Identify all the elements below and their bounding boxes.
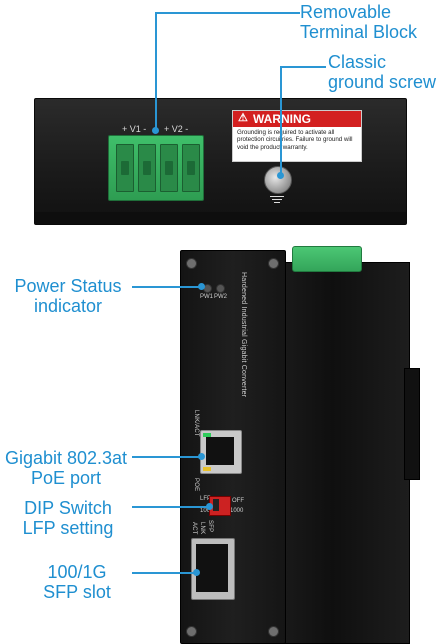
ground-symbol-icon (270, 194, 284, 205)
sfp-label: SFP (207, 520, 213, 533)
dip-lfp-label: LFP (200, 496, 212, 502)
power-status-callout: Power Status indicator (14, 276, 122, 316)
dip-off-label: OFF (232, 498, 244, 504)
warning-text: Grounding is required to activate all pr… (237, 129, 353, 151)
poe-label: POE (193, 478, 199, 492)
sfp-lnk-label: LNK (199, 522, 205, 535)
device-side-panel (280, 262, 410, 644)
dip-100-label: 100 (200, 508, 211, 514)
sfp-act-label: ACT (191, 522, 197, 535)
v1-label: + V1 - (122, 124, 147, 134)
lnk-act-label: LNK/ACT (193, 410, 199, 437)
terminal-block (108, 135, 204, 201)
poe-port-callout: Gigabit 802.3at PoE port (4, 448, 128, 488)
pw2-led (216, 284, 225, 293)
terminal-block-callout: Removable Terminal Block (300, 2, 418, 42)
warning-title: WARNING (233, 111, 361, 127)
terminal-block-top (292, 246, 362, 272)
dip-switch-callout: DIP Switch LFP setting (22, 498, 114, 538)
ground-screw-callout: Classic ground screw (328, 52, 437, 92)
dip-1000-label: 1000 (230, 508, 244, 514)
ground-screw (264, 166, 292, 194)
pw2-label: PW2 (214, 294, 228, 300)
product-name: Hardened Industrial Gigabit Converter (240, 272, 247, 398)
warning-label: WARNING Grounding is required to activat… (232, 110, 362, 162)
poe-port[interactable] (200, 430, 242, 474)
v2-label: + V2 - (164, 124, 189, 134)
pw1-label: PW1 (200, 294, 214, 300)
din-rail-clip (404, 368, 420, 480)
sfp-slot-callout: 100/1G SFP slot (43, 562, 111, 602)
